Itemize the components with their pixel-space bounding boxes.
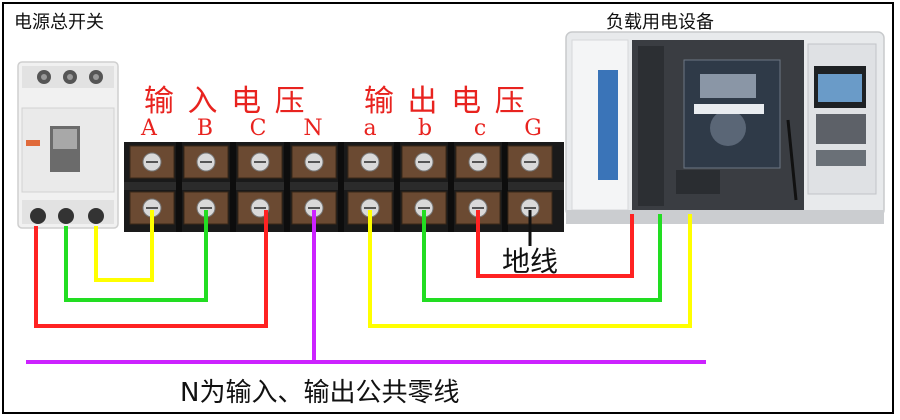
terminal-B (183, 142, 236, 232)
input-voltage-header: 输 入 电 压 (144, 84, 307, 119)
wire-phase-b-output (422, 210, 662, 302)
wire-phase-c-input (94, 210, 154, 282)
wire-phase-a-output (476, 210, 634, 278)
terminal-label-c: c (473, 116, 487, 141)
load-device-label: 负载用电设备 (606, 12, 714, 33)
terminal-label-a: a (363, 116, 377, 141)
cnc-machine (565, 31, 885, 224)
ground-wire-label: 地线 (502, 245, 559, 278)
terminal-G (507, 145, 553, 225)
terminal-label-A: A (141, 116, 157, 141)
wire-phase-c-output (368, 210, 692, 328)
neutral-note: N为输入、输出公共零线 (180, 378, 460, 408)
diagram-frame (2, 2, 894, 414)
terminal-label-N: N (303, 116, 323, 141)
circuit-breaker (17, 61, 119, 229)
terminal-N (291, 142, 344, 232)
terminal-label-G: G (524, 116, 542, 141)
wire-phase-b-input (64, 210, 208, 302)
terminal-label-C: C (249, 116, 267, 141)
output-voltage-header: 输 出 电 压 (364, 84, 527, 119)
terminal-C (237, 142, 290, 232)
terminal-A (129, 142, 182, 232)
main-switch-label: 电源总开关 (14, 12, 104, 33)
terminal-block (124, 142, 564, 232)
terminal-label-b: b (417, 116, 433, 141)
wire-phase-a-input (34, 210, 268, 328)
terminal-label-B: B (196, 116, 214, 141)
